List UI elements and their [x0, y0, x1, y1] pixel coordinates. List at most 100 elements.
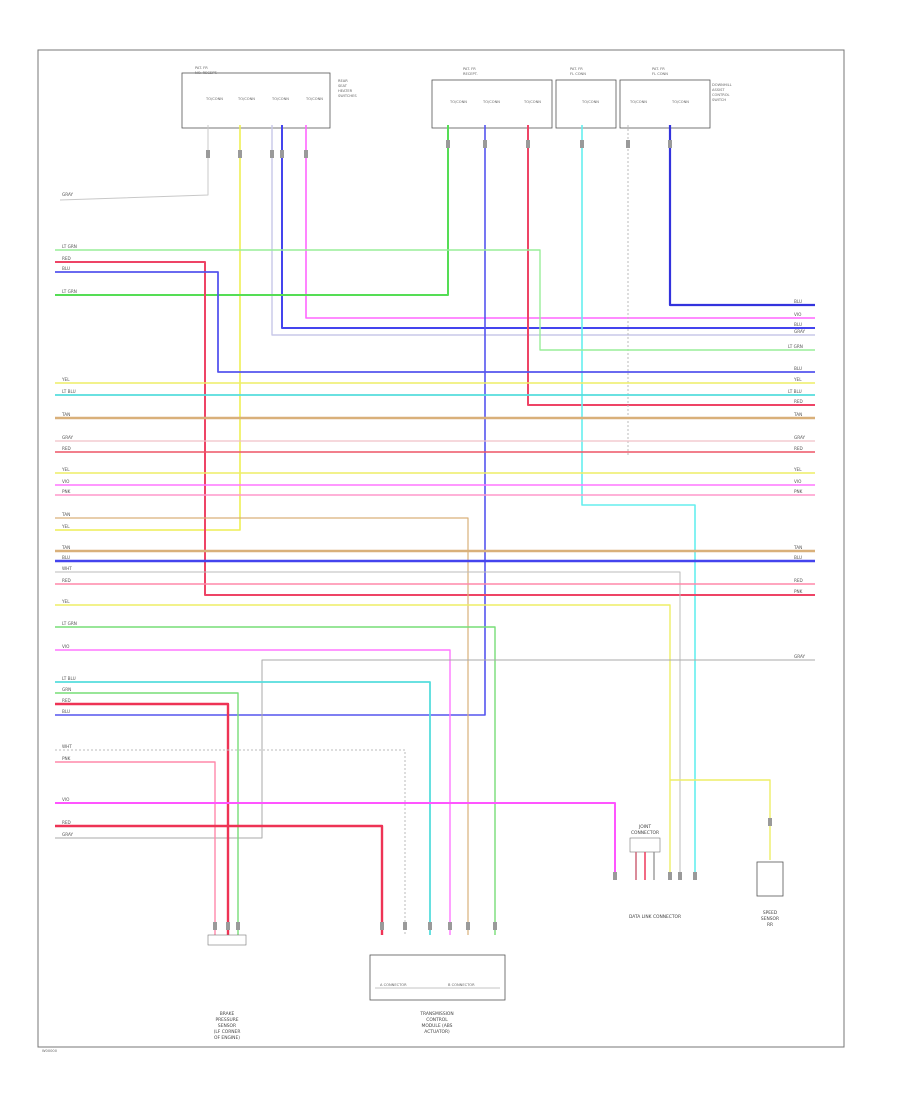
label-white-2: WHT	[62, 744, 72, 749]
label-yellow-3: YEL	[61, 524, 70, 529]
label-tan-3: TAN	[61, 545, 70, 550]
wire-cyan-mid2	[581, 125, 696, 880]
wire-blue-down	[281, 125, 815, 329]
label-r-blue3: BLU	[794, 366, 802, 371]
wire-labels-right: BLU VIO BLU GRAY LT GRN BLU YEL LT BLU R…	[788, 299, 806, 659]
wire-green-2	[55, 626, 496, 935]
junction-left-pin3: TO/CONN	[271, 97, 289, 101]
brake-sensor-line5: OF ENGINE)	[214, 1035, 240, 1041]
module-pin-b: B CONNECTOR	[448, 983, 475, 987]
label-violet-3: VIO	[62, 797, 70, 802]
label-red-5: RED	[62, 820, 71, 825]
junction-left-side3: HEATER	[338, 89, 353, 93]
junction-right-side2: ASSIST	[712, 88, 725, 92]
junction-block-left: PAT. FR NO. RECEPT. REAR SEAT HEATER SWI…	[181, 66, 357, 129]
wire-gray-2	[55, 571, 681, 880]
label-yellow-4: YEL	[61, 599, 70, 604]
brake-sensor-line3: SENSOR	[218, 1023, 236, 1029]
wire-gray-top	[59, 125, 209, 201]
wire-blue-mid	[55, 125, 486, 716]
speed-sensor-line2: SENSOR	[761, 916, 779, 922]
junction-block-right: PAT. FR FL CONN DOWNHILL ASSIST CONTROL …	[619, 67, 732, 129]
label-tan-1: TAN	[61, 412, 70, 417]
joint-line2: CONNECTOR	[631, 830, 659, 836]
label-gray-top: GRAY	[62, 192, 74, 197]
wire-blue-right	[668, 125, 815, 307]
junction-mid2-pin1: TO/CONN	[581, 100, 599, 104]
data-link-connector: DATA LINK CONNECTOR	[629, 914, 681, 920]
label-r-ltblue: LT BLU	[788, 389, 802, 394]
label-r-pink: PNK	[794, 489, 803, 494]
junction-left-line1: PAT. FR	[195, 66, 208, 70]
label-green-1: GRN	[62, 687, 71, 692]
label-r-gray2: GRAY	[794, 435, 806, 440]
brake-sensor-line1: BRAKE	[220, 1011, 235, 1017]
label-blue-3: BLU	[62, 709, 70, 714]
label-yellow-2: YEL	[61, 467, 70, 472]
module-line1: TRANSMISSION	[419, 1011, 453, 1017]
junction-block-mid: PAT. FR RECEPT. TO/CONN TO/CONN TO/CONN	[431, 67, 553, 129]
joint-line1: JOINT	[638, 824, 651, 830]
label-r-tan: TAN	[793, 412, 802, 417]
junction-right-line1: PAT. FR	[652, 67, 665, 71]
junction-mid-pin2: TO/CONN	[482, 100, 500, 104]
junction-left-side2: SEAT	[338, 84, 348, 88]
label-ltgreen-2: LT GRN	[62, 289, 77, 294]
wire-gray-3	[55, 659, 815, 839]
label-yellow-1: YEL	[61, 377, 70, 382]
brake-pressure-sensor: BRAKE PRESSURE SENSOR (LF CORNER OF ENGI…	[207, 934, 247, 1041]
junction-mid-line1: PAT. FR	[463, 67, 476, 71]
diagram-frame	[37, 49, 845, 1048]
wire-red-mid	[527, 125, 815, 406]
module-line3: MODULE (ABS	[422, 1023, 453, 1029]
label-r-blue4: BLU	[794, 555, 802, 560]
wire-magenta-2	[55, 649, 451, 935]
label-r-violet2: VIO	[794, 479, 802, 484]
pin-stubs	[206, 140, 772, 930]
junction-mid-line2: RECEPT.	[463, 72, 478, 76]
brake-sensor-line4: (LF CORNER	[214, 1029, 241, 1035]
speed-sensor-line3: RR	[767, 922, 773, 928]
label-ltgreen-3: LT GRN	[62, 621, 77, 626]
datalink-label: DATA LINK CONNECTOR	[629, 914, 681, 920]
junction-mid-pin1: TO/CONN	[449, 100, 467, 104]
footer-code: W00000	[42, 1049, 58, 1053]
wire-red-4	[55, 824, 384, 935]
junction-right-side4: SWITCH	[712, 98, 726, 102]
joint-connector: JOINT CONNECTOR	[629, 824, 661, 880]
label-violet-1: VIO	[62, 479, 70, 484]
wire-red-1	[55, 261, 815, 596]
label-ltgreen-1: LT GRN	[62, 244, 77, 249]
label-r-yellow: YEL	[793, 377, 802, 382]
label-pink-1: PNK	[62, 489, 71, 494]
wire-red-3	[55, 702, 230, 935]
wire-yellow-3	[55, 604, 671, 880]
junction-right-pin2: TO/CONN	[671, 100, 689, 104]
label-r-ltgreen: LT GRN	[788, 344, 803, 349]
label-red-4: RED	[62, 698, 71, 703]
label-gray-2: GRAY	[62, 435, 74, 440]
label-r-yellow2: YEL	[793, 467, 802, 472]
module-line4: ACTUATOR)	[424, 1029, 450, 1035]
wire-pink-3	[55, 761, 216, 935]
speed-sensor: SPEED SENSOR RR	[756, 861, 784, 928]
junction-left-pin1: TO/CONN	[205, 97, 223, 101]
label-r-tan2: TAN	[793, 545, 802, 550]
junction-right-line2: FL CONN	[652, 72, 668, 76]
label-red-2: RED	[62, 446, 71, 451]
label-r-violet: VIO	[794, 312, 802, 317]
speed-sensor-line1: SPEED	[763, 910, 778, 916]
junction-right-side3: CONTROL	[712, 93, 730, 97]
wire-magenta-down	[305, 125, 815, 319]
junction-mid2-line2: FL CONN	[570, 72, 586, 76]
module-line2: CONTROL	[426, 1017, 448, 1023]
label-r-blue: BLU	[794, 299, 802, 304]
junction-block-mid2: PAT. FR FL CONN TO/CONN	[555, 67, 617, 129]
control-module: A CONNECTOR B CONNECTOR TRANSMISSION CON…	[369, 954, 506, 1035]
wire-labels-left: GRAY LT GRN RED BLU LT GRN YEL LT BLU TA…	[61, 192, 77, 837]
label-ltblue-2: LT BLU	[62, 676, 76, 681]
wire-lavender-down	[271, 125, 815, 336]
label-r-blue2: BLU	[794, 322, 802, 327]
wire-blue-1	[55, 271, 815, 373]
label-r-red: RED	[794, 399, 803, 404]
